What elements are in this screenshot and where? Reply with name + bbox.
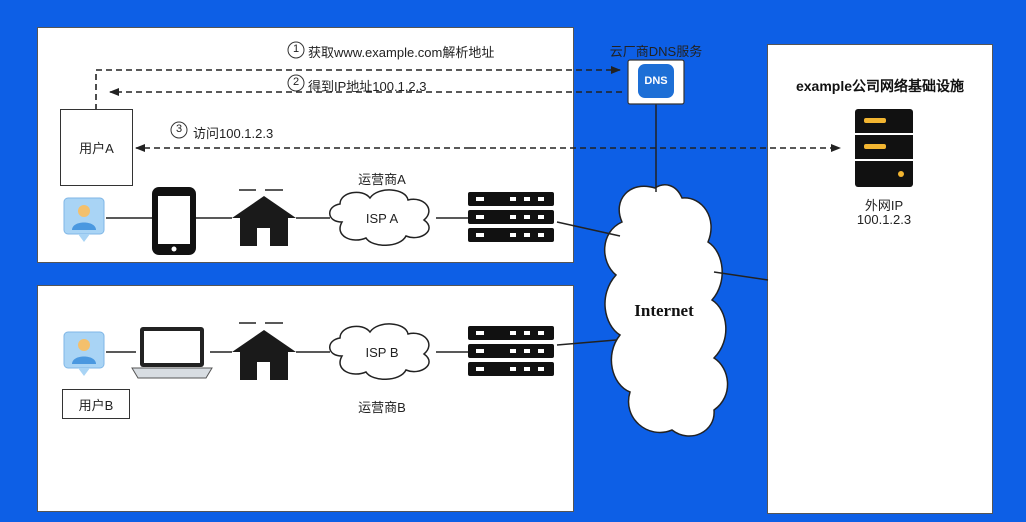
step3-label: 访问100.1.2.3 [193,126,274,141]
server-ip-caption: 外网IP [864,198,904,213]
step1-number: 1 [292,43,300,55]
carrier-a-label: 运营商A [358,172,406,187]
server-ip-address: 100.1.2.3 [856,212,912,227]
step2-number: 2 [292,76,300,88]
step2-label: 得到IP地址100.1.2.3 [308,79,427,94]
step1-label: 获取www.example.com解析地址 [308,45,495,60]
internet-label: Internet [634,301,694,320]
dns-provider-label: 云厂商DNS服务 [609,44,703,59]
company-infrastructure-panel [767,44,993,514]
step3-number: 3 [175,123,183,135]
infra-title: example公司网络基础设施 [795,78,965,94]
isp-a-label: ISP A [365,211,399,226]
dns-icon-text: DNS [644,75,668,87]
user-b-box: 用户B [62,389,130,419]
carrier-b-label: 运营商B [358,400,406,415]
user-a-box: 用户A [60,109,133,186]
isp-b-label: ISP B [365,345,399,360]
